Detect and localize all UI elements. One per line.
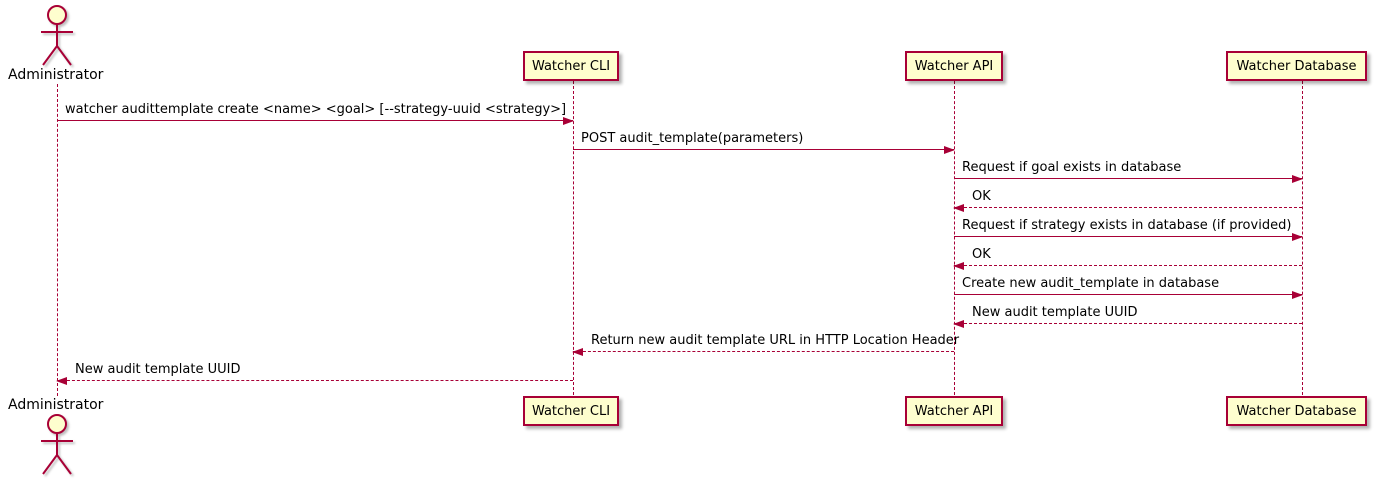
message-8-arrowhead-icon bbox=[953, 320, 964, 328]
message-5-label: Request if strategy exists in database (… bbox=[962, 218, 1292, 233]
message-9-label: Return new audit template URL in HTTP Lo… bbox=[591, 333, 960, 348]
message-6-arrow-line bbox=[954, 265, 1302, 266]
administrator-actor-icon-bottom bbox=[41, 414, 73, 475]
message-2-label: POST audit_template(parameters) bbox=[581, 131, 804, 146]
message-8-label: New audit template UUID bbox=[972, 305, 1138, 320]
message-6: OK bbox=[953, 247, 1302, 270]
message-6-arrowhead-icon bbox=[953, 262, 964, 270]
message-10-arrowhead-icon bbox=[56, 377, 67, 385]
message-2-arrowhead-icon bbox=[944, 146, 955, 154]
participant-watcher-database-bottom: Watcher Database bbox=[1226, 396, 1367, 426]
message-1-label: watcher audittemplate create <name> <goa… bbox=[65, 102, 567, 117]
administrator-actor-icon bbox=[41, 5, 73, 66]
participant-watcher-cli-top: Watcher CLI bbox=[523, 51, 619, 81]
message-8-arrow-line bbox=[954, 323, 1302, 324]
message-4-label: OK bbox=[972, 189, 991, 204]
message-4: OK bbox=[953, 189, 1302, 212]
message-2-arrow-line bbox=[573, 149, 954, 150]
message-2: POST audit_template(parameters) bbox=[573, 131, 955, 154]
message-10-arrow-line bbox=[57, 380, 573, 381]
message-4-arrowhead-icon bbox=[953, 204, 964, 212]
message-3: Request if goal exists in database bbox=[954, 160, 1303, 183]
message-3-label: Request if goal exists in database bbox=[962, 160, 1182, 175]
participant-watcher-database-top: Watcher Database bbox=[1226, 51, 1367, 81]
actor-label-administrator-bottom: Administrator bbox=[8, 397, 104, 413]
message-10-label: New audit template UUID bbox=[75, 362, 241, 377]
message-7-label: Create new audit_template in database bbox=[962, 276, 1220, 291]
message-3-arrowhead-icon bbox=[1292, 175, 1303, 183]
message-5-arrowhead-icon bbox=[1292, 233, 1303, 241]
message-7: Create new audit_template in database bbox=[954, 276, 1303, 299]
message-9-arrow-line bbox=[573, 351, 954, 352]
message-5-arrow-line bbox=[954, 236, 1302, 237]
lifeline-watcher-cli bbox=[573, 81, 574, 395]
message-9-arrowhead-icon bbox=[572, 348, 583, 356]
participant-watcher-api-top: Watcher API bbox=[905, 51, 1003, 81]
message-9: Return new audit template URL in HTTP Lo… bbox=[572, 333, 960, 356]
message-10: New audit template UUID bbox=[56, 362, 573, 385]
participant-watcher-api-bottom: Watcher API bbox=[905, 396, 1003, 426]
message-7-arrow-line bbox=[954, 294, 1302, 295]
actor-label-administrator-top: Administrator bbox=[8, 67, 104, 83]
message-1: watcher audittemplate create <name> <goa… bbox=[57, 102, 574, 125]
message-6-label: OK bbox=[972, 247, 991, 262]
lifeline-watcher-api bbox=[954, 81, 955, 395]
message-4-arrow-line bbox=[954, 207, 1302, 208]
message-7-arrowhead-icon bbox=[1292, 291, 1303, 299]
message-5: Request if strategy exists in database (… bbox=[954, 218, 1303, 241]
message-1-arrowhead-icon bbox=[563, 117, 574, 125]
message-1-arrow-line bbox=[57, 120, 573, 121]
message-3-arrow-line bbox=[954, 178, 1302, 179]
message-8: New audit template UUID bbox=[953, 305, 1302, 328]
participant-watcher-cli-bottom: Watcher CLI bbox=[523, 396, 619, 426]
lifeline-administrator bbox=[57, 84, 58, 396]
